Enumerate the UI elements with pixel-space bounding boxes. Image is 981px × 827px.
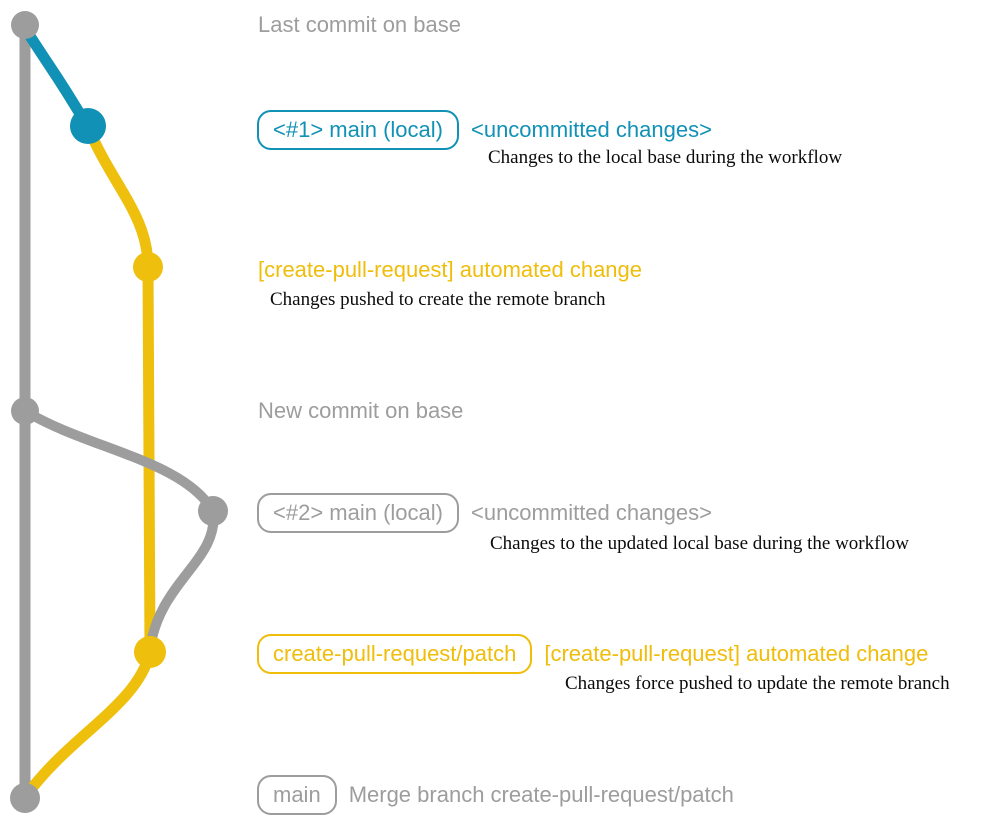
label-automated-change-1: [create-pull-request] automated change: [258, 257, 643, 282]
commit-node-local-2: [198, 496, 228, 526]
row-automated-change-2: create-pull-request/patch [create-pull-r…: [257, 634, 928, 674]
label-last-commit-on-base: Last commit on base: [258, 12, 461, 37]
label-automated-change-2: [create-pull-request] automated change: [544, 641, 929, 666]
branch-badge-main: main: [257, 775, 337, 815]
label-uncommitted-changes-1: <uncommitted changes>: [470, 117, 712, 142]
row-uncommitted-2: <#2> main (local) <uncommitted changes>: [257, 493, 712, 533]
caption-uncommitted-1: Changes to the local base during the wor…: [488, 147, 843, 168]
local-main-edge-1: [19, 22, 92, 130]
commit-node-patch-1: [133, 252, 163, 282]
branch-badge-main-local-1: <#1> main (local): [257, 110, 459, 150]
patch-branch-curve-top: [82, 121, 154, 273]
row-merge: main Merge branch create-pull-request/pa…: [257, 775, 734, 815]
label-new-commit-on-base: New commit on base: [258, 398, 464, 423]
commit-graph: [10, 11, 228, 813]
label-uncommitted-changes-2: <uncommitted changes>: [470, 500, 712, 525]
commit-node-merge: [10, 783, 40, 813]
local-main-edge-2: [20, 406, 219, 655]
caption-automated-change-2: Changes force pushed to update the remot…: [565, 673, 950, 694]
commit-node-last-base: [11, 11, 39, 39]
caption-uncommitted-2: Changes to the updated local base during…: [490, 533, 909, 554]
branch-badge-main-local-2: <#2> main (local): [257, 493, 459, 533]
commit-node-local-1: [70, 108, 106, 144]
row-uncommitted-1: <#1> main (local) <uncommitted changes>: [257, 110, 712, 150]
commit-node-patch-2: [134, 636, 166, 668]
commit-node-new-base: [11, 397, 39, 425]
caption-automated-change-1: Changes pushed to create the remote bran…: [270, 289, 606, 310]
patch-merge-curve: [20, 646, 156, 802]
branch-badge-patch: create-pull-request/patch: [257, 634, 533, 674]
label-merge-branch: Merge branch create-pull-request/patch: [348, 782, 734, 807]
